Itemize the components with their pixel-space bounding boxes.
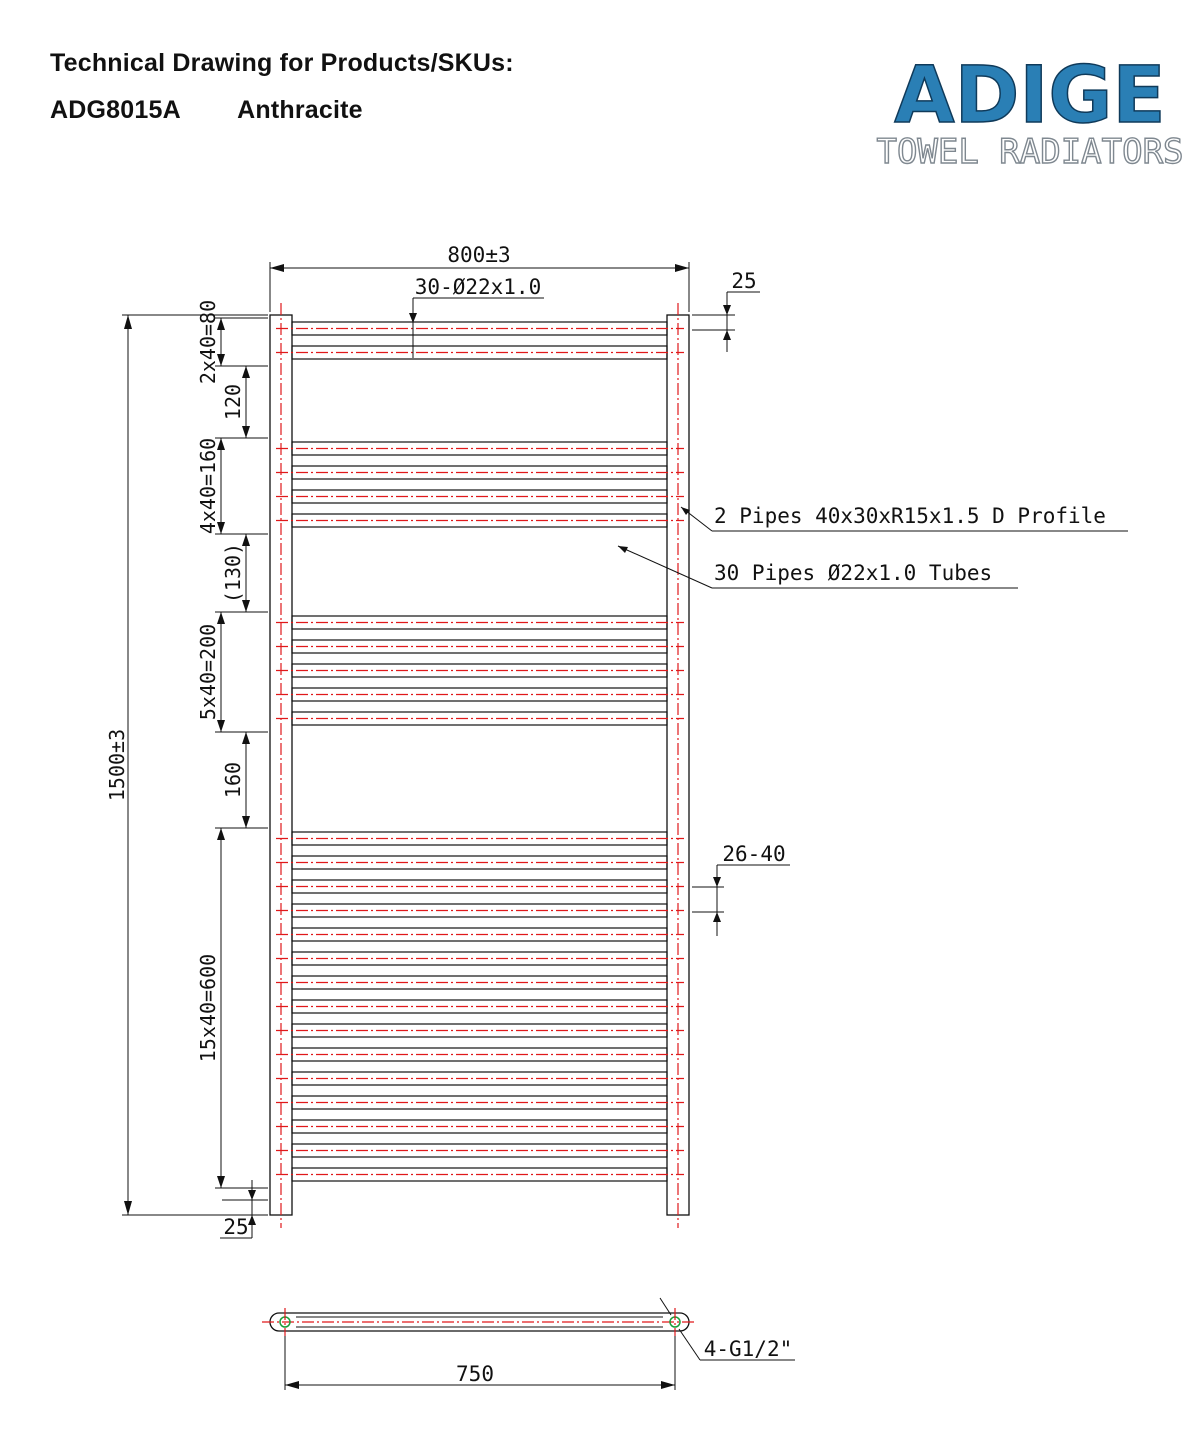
side-profiles (269, 303, 690, 1228)
group-dimension-label: (130) (221, 543, 245, 603)
connections-label: 4-G1/2" (704, 1337, 793, 1361)
tube-spec-label: 30-Ø22x1.0 (415, 275, 541, 299)
sku-code: ADG8015A (50, 96, 181, 124)
drawing-title: Technical Drawing for Products/SKUs: (50, 49, 514, 77)
width-dimension: 800±3 (269, 243, 690, 312)
group-dimension-label: 5x40=200 (196, 624, 220, 720)
logo-brand-text: ADIGE (894, 51, 1165, 141)
sku-line: ADG8015A Anthracite (50, 96, 363, 125)
overall-height-label: 1500±3 (105, 729, 129, 801)
bottom-offset-dimension: 25 (220, 1180, 268, 1239)
group-dimension-label: 120 (221, 384, 245, 420)
plan-view: 4-G1/2" 750 (262, 1297, 795, 1390)
tube-spec-leader: 30-Ø22x1.0 (409, 275, 544, 358)
side-offset-label: 26-40 (722, 842, 785, 866)
profile-callout-label: 2 Pipes 40x30xR15x1.5 D Profile (714, 504, 1106, 528)
group-dimension-label: 15x40=600 (196, 954, 220, 1062)
logo-tagline-text: TOWEL RADIATORS (876, 132, 1183, 172)
top-offset-dimension: 25 (692, 269, 760, 352)
group-dimension-label: 2x40=80 (196, 300, 220, 384)
tubes-callout: 30 Pipes Ø22x1.0 Tubes (617, 545, 1018, 589)
group-dimension-label: 160 (221, 762, 245, 798)
height-dimension: 1500±3 (105, 314, 268, 1216)
bottom-offset-label: 25 (223, 1215, 248, 1239)
tubes-callout-label: 30 Pipes Ø22x1.0 Tubes (714, 561, 992, 585)
sku-color: Anthracite (237, 96, 363, 124)
brand-logo: ADIGE TOWEL RADIATORS (876, 50, 1184, 172)
top-offset-label: 25 (731, 269, 756, 293)
tube-bank (276, 321, 684, 1182)
centres-label: 750 (456, 1362, 494, 1386)
overall-width-label: 800±3 (447, 243, 510, 267)
side-offset-dimension: 26-40 (692, 842, 790, 936)
group-dimension-label: 4x40=160 (196, 438, 220, 534)
profile-callout: 2 Pipes 40x30xR15x1.5 D Profile (680, 504, 1128, 532)
